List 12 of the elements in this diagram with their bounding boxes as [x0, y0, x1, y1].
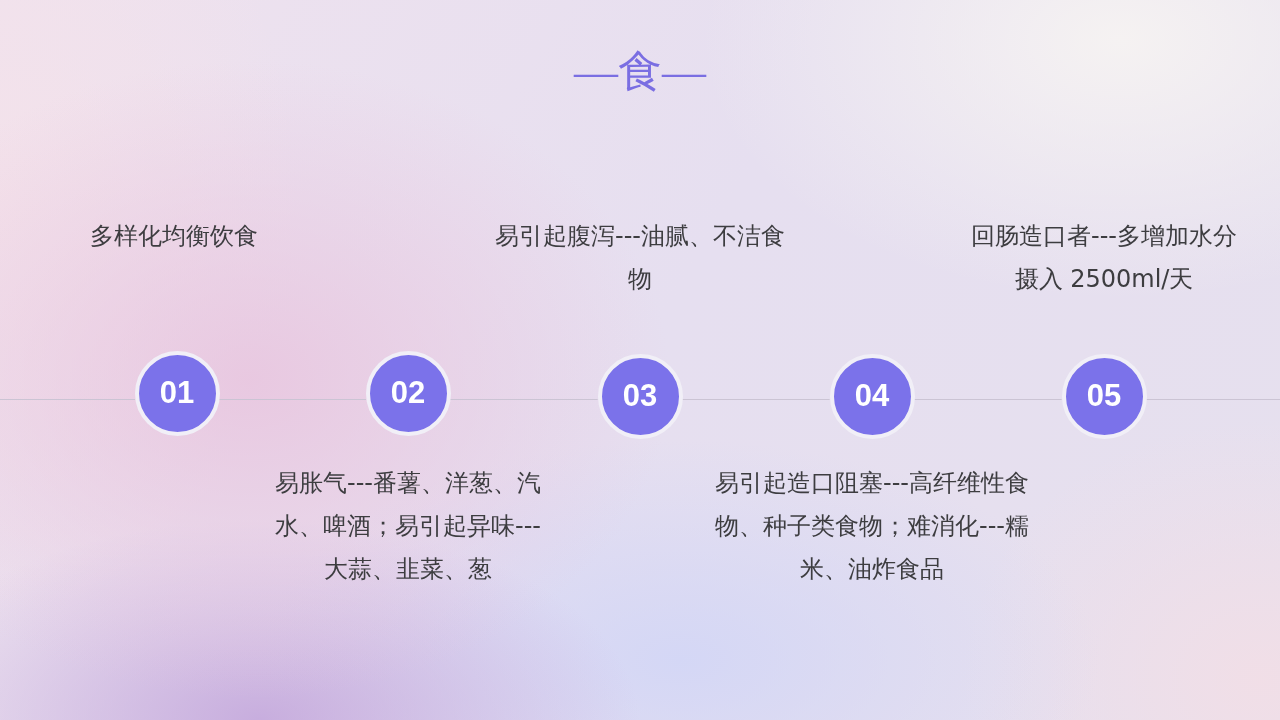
caption-text: 回肠造口者---多增加水分摄入 2500ml/天 — [970, 221, 1238, 295]
step-number-circle: 03 — [597, 353, 683, 439]
caption-text: 易胀气---番薯、洋葱、汽水、啤酒；易引起异味---大蒜、韭菜、葱 — [274, 468, 542, 585]
timeline-line — [0, 398, 136, 401]
caption-text: 多样化均衡饮食 — [90, 221, 258, 252]
step-number-circle: 05 — [1061, 353, 1147, 439]
caption-text: 易引起腹泻---油腻、不洁食物 — [494, 221, 786, 295]
step-number-circle: 02 — [365, 350, 451, 436]
caption-text: 易引起造口阻塞---高纤维性食物、种子类食物；难消化---糯米、油炸食品 — [714, 468, 1030, 585]
step-number-circle: 04 — [829, 353, 915, 439]
title-text: —食— — [574, 47, 706, 97]
step-number-circle: 01 — [134, 350, 220, 436]
